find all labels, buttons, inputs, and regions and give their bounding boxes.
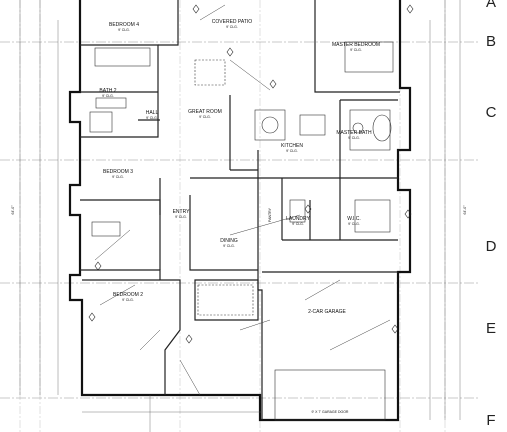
fixtures [89, 41, 394, 421]
garage-door-label: 9' X 7' GARAGE DOOR [312, 410, 349, 414]
room-labels: BEDROOM 4 9' CLG. COVERED PATIO 9' CLG. … [99, 19, 380, 315]
leader-lines [94, 4, 391, 396]
room-bedroom3-ceiling: 9' CLG. [112, 175, 124, 179]
room-master-bath-ceiling: 9' CLG. [348, 136, 360, 140]
room-dining: DINING 9' CLG. [220, 238, 238, 248]
room-great-room-name: GREAT ROOM [188, 109, 222, 115]
grid-letter-c: C [486, 104, 497, 121]
room-bedroom3-name: BEDROOM 3 [103, 169, 133, 175]
exterior-walls [68, 0, 412, 422]
room-master-bedroom-ceiling: 9' CLG. [350, 48, 362, 52]
room-garage: 2-CAR GARAGE [308, 309, 346, 315]
room-bedroom2-ceiling: 9' CLG. [122, 298, 134, 302]
room-entry: ENTRY 9' CLG. [173, 209, 191, 219]
room-garage-name: 2-CAR GARAGE [308, 309, 346, 315]
room-bedroom3: BEDROOM 3 9' CLG. [103, 169, 133, 179]
room-laundry: LAUNDRY 9' CLG. [286, 216, 310, 226]
room-patio-name: COVERED PATIO [212, 19, 252, 25]
grid-letter-a: A [486, 0, 496, 11]
room-dining-ceiling: 9' CLG. [223, 244, 235, 248]
room-entry-name: ENTRY [173, 209, 191, 215]
room-kitchen: KITCHEN 9' CLG. [281, 143, 303, 153]
grid-letter-f: F [486, 412, 495, 429]
room-hall-name: HALL [146, 110, 159, 116]
dimension-lines [19, 0, 461, 432]
room-wic-name: W.I.C. [347, 216, 361, 222]
grid-letter-d: D [486, 238, 497, 255]
room-bath2: BATH 2 9' CLG. [99, 88, 116, 98]
room-bedroom4-name: BEDROOM 4 [109, 22, 139, 28]
room-pantry: PANTRY [268, 207, 272, 222]
room-great-room-ceiling: 9' CLG. [199, 115, 211, 119]
left-overall-dimension: 64'-0" [11, 205, 15, 215]
room-bedroom4: BEDROOM 4 9' CLG. [109, 22, 139, 32]
grid-letter-e: E [486, 320, 496, 337]
room-bedroom2: BEDROOM 2 9' CLG. [113, 292, 143, 302]
grid-letter-column: A B C D E F [486, 0, 497, 429]
room-patio-ceiling: 9' CLG. [226, 25, 238, 29]
room-hall-ceiling: 9' CLG. [146, 116, 158, 120]
room-bedroom4-ceiling: 9' CLG. [118, 28, 130, 32]
room-dining-name: DINING [220, 238, 238, 244]
room-wic-ceiling: 9' CLG. [348, 222, 360, 226]
room-master-bath-name: MASTER BATH [336, 130, 372, 136]
room-bedroom2-name: BEDROOM 2 [113, 292, 143, 298]
right-overall-dimension: 64'-0" [463, 205, 467, 215]
room-wic: W.I.C. 9' CLG. [347, 216, 361, 226]
room-entry-ceiling: 9' CLG. [175, 215, 187, 219]
room-laundry-ceiling: 9' CLG. [292, 222, 304, 226]
interior-walls [80, 0, 400, 420]
room-master-bedroom-name: MASTER BEDROOM [332, 42, 380, 48]
room-kitchen-name: KITCHEN [281, 143, 303, 149]
room-master-bedroom: MASTER BEDROOM 9' CLG. [332, 42, 380, 52]
room-pantry-name: PANTRY [268, 207, 272, 222]
room-bath2-name: BATH 2 [99, 88, 116, 94]
grid-letter-b: B [486, 33, 496, 50]
room-hall: HALL 9' CLG. [146, 110, 159, 120]
section-markers [88, 4, 414, 344]
room-kitchen-ceiling: 9' CLG. [286, 149, 298, 153]
room-laundry-name: LAUNDRY [286, 216, 310, 222]
room-bath2-ceiling: 9' CLG. [102, 94, 114, 98]
room-patio: COVERED PATIO 9' CLG. [212, 19, 252, 29]
room-master-bath: MASTER BATH 9' CLG. [336, 130, 372, 140]
room-great-room: GREAT ROOM 9' CLG. [188, 109, 222, 119]
